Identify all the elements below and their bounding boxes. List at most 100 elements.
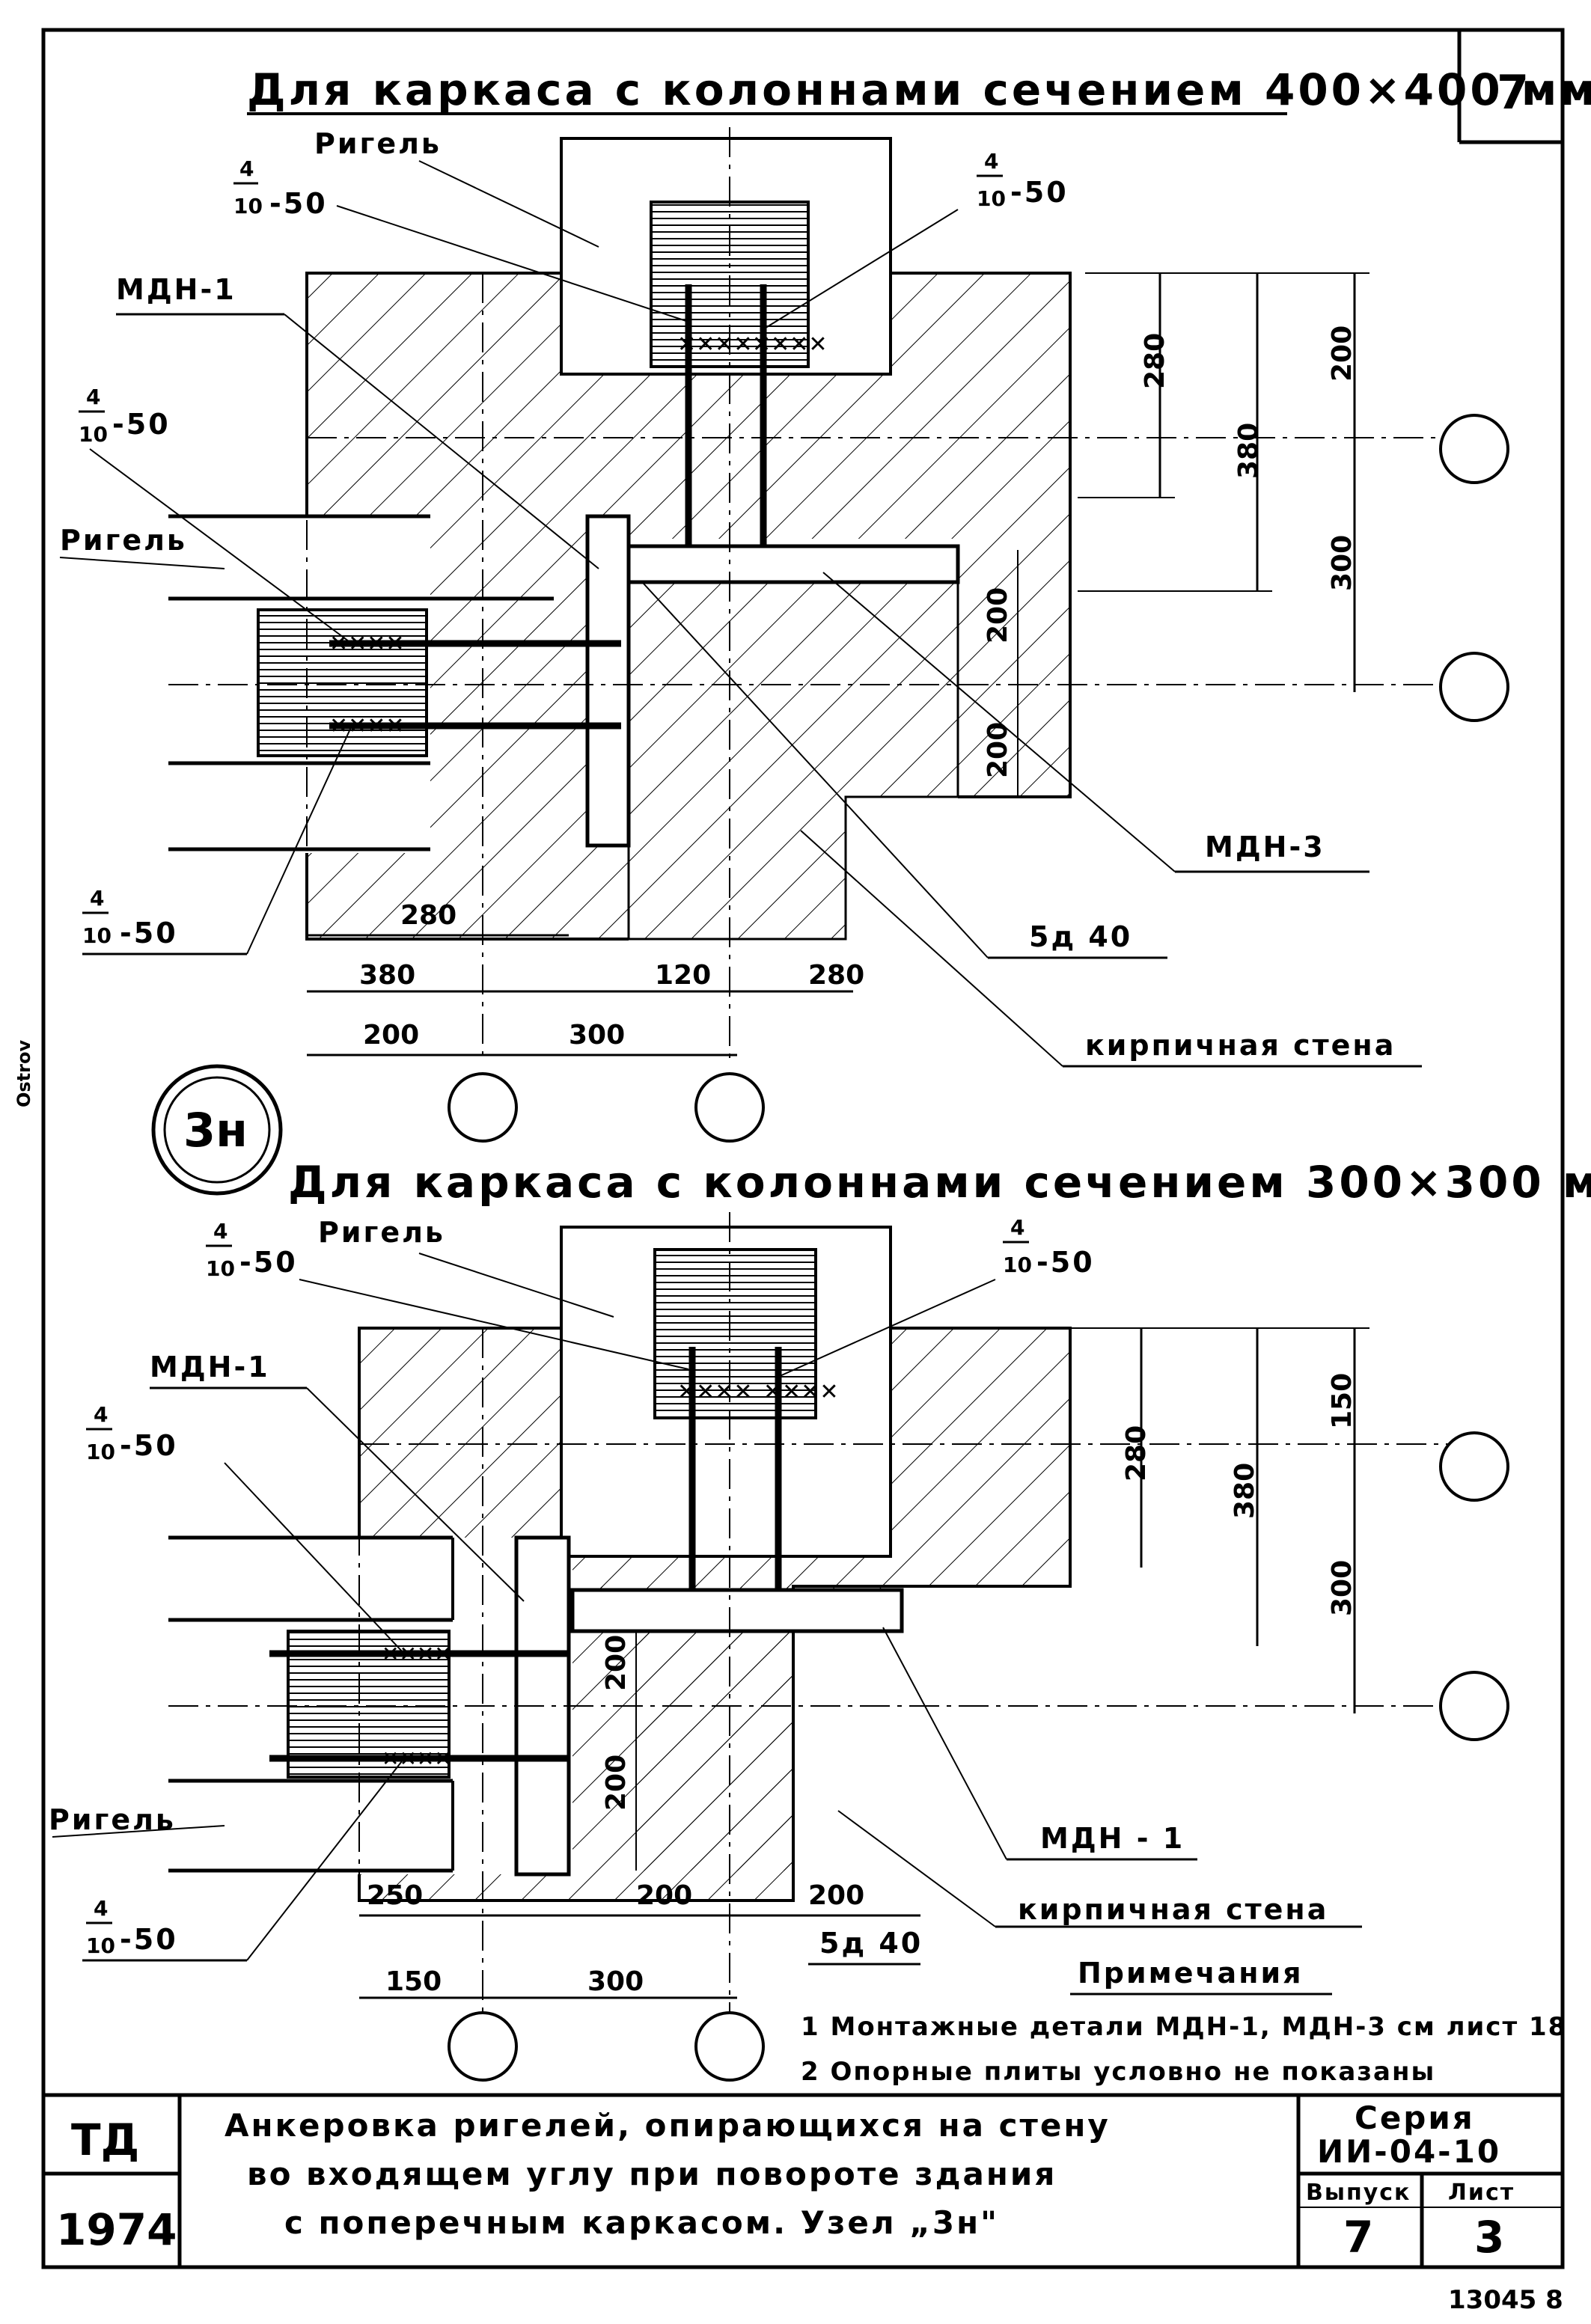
svg-text:4: 4 — [213, 1219, 227, 1244]
label-mdn-3: МДН-3 — [1205, 831, 1325, 863]
svg-text:-50: -50 — [239, 1246, 298, 1279]
svg-text:380: 380 — [1230, 1463, 1260, 1519]
archive-stamp: 13045 8 — [1448, 2285, 1563, 2315]
rigel-left-section — [257, 608, 428, 757]
svg-text:4: 4 — [86, 385, 100, 409]
node-marker — [151, 1064, 283, 1196]
label-brick-wall: кирпичная стена — [1085, 1029, 1396, 1062]
svg-text:-50: -50 — [269, 187, 328, 220]
axis-marker — [694, 1072, 765, 1143]
svg-text:200: 200 — [808, 1880, 864, 1911]
title-block: ТД 1974 Анкеровка ригелей, опирающихся н… — [43, 2093, 1563, 2267]
label-rigel-top: Ригель — [318, 1216, 445, 1249]
label-5d40: 5д 40 — [819, 1927, 923, 1960]
axis-marker — [448, 1072, 518, 1143]
mdn1-plate-top — [570, 1588, 904, 1633]
svg-text:✕✕✕✕: ✕✕✕✕ — [677, 331, 753, 358]
svg-text:✕✕✕✕: ✕✕✕✕ — [677, 1379, 753, 1405]
svg-text:4: 4 — [90, 886, 104, 911]
svg-text:200: 200 — [636, 1880, 692, 1911]
bottom-title: Для каркаса с колоннами сечением 300×300… — [288, 1157, 1591, 1208]
svg-text:4: 4 — [94, 1896, 108, 1921]
rigel-top-section — [653, 1248, 817, 1419]
year: 1974 — [56, 2204, 177, 2255]
label-mdn-1: МДН-1 — [150, 1351, 270, 1383]
weld-symbol: 4 10 -50 — [86, 1402, 405, 1654]
sheet-value: 3 — [1474, 2212, 1504, 2263]
svg-text:200: 200 — [601, 1635, 632, 1691]
svg-text:380: 380 — [359, 960, 415, 991]
svg-text:-50: -50 — [112, 408, 171, 441]
svg-text:10: 10 — [206, 1256, 235, 1281]
svg-text:300: 300 — [1327, 535, 1358, 591]
series-label: Серия — [1355, 2100, 1475, 2136]
label-brick-wall: кирпичная стена — [1018, 1893, 1328, 1926]
sheet-number: 7 — [1497, 65, 1529, 120]
description-line: с поперечным каркасом. Узел „3н" — [284, 2204, 999, 2241]
svg-text:✕✕✕✕: ✕✕✕✕ — [382, 1746, 452, 1771]
sheet-frame — [41, 28, 1565, 2269]
top-title: Для каркаса с колоннами сечением 400×400… — [247, 64, 1591, 115]
weld-symbol: 4 10 -50 — [233, 156, 689, 322]
axis-marker — [1439, 414, 1509, 484]
svg-text:-50: -50 — [1010, 176, 1069, 209]
weld-symbol: 4 10 -50 — [778, 1215, 1095, 1377]
svg-text:200: 200 — [363, 1020, 419, 1051]
description-line: Анкеровка ригелей, опирающихся на стену — [225, 2107, 1111, 2144]
svg-text:-50: -50 — [120, 1923, 178, 1956]
svg-text:250: 250 — [367, 1880, 423, 1911]
org-code: ТД — [71, 2114, 139, 2165]
label-mdn-1b: МДН - 1 — [1040, 1822, 1185, 1855]
label-5d40: 5д 40 — [1029, 920, 1132, 953]
weld-symbol: 4 10 -50 — [763, 149, 1069, 330]
mdn1-plate — [585, 514, 631, 848]
svg-text:10: 10 — [79, 422, 108, 447]
svg-text:-50: -50 — [120, 917, 178, 950]
svg-text:10: 10 — [977, 186, 1006, 211]
axis-marker — [694, 2011, 765, 2082]
weld-symbol: 4 10 -50 — [79, 385, 352, 644]
issue-label: Выпуск — [1306, 2180, 1411, 2206]
svg-text:4: 4 — [94, 1402, 108, 1427]
svg-text:150: 150 — [1327, 1373, 1358, 1429]
mdn3-plate — [626, 544, 960, 584]
description-line: во входящем углу при повороте здания — [247, 2156, 1057, 2192]
svg-text:✕✕✕✕: ✕✕✕✕ — [329, 713, 405, 739]
label-rigel-left: Ригель — [60, 524, 187, 557]
bottom-detail: Для каркаса с колоннами сечением 300×300… — [49, 1157, 1591, 2082]
svg-text:300: 300 — [569, 1020, 625, 1051]
svg-text:✕✕✕✕: ✕✕✕✕ — [752, 331, 828, 358]
svg-text:380: 380 — [1233, 423, 1264, 479]
svg-text:✕✕✕✕: ✕✕✕✕ — [329, 631, 405, 657]
weld-symbol: 4 10 -50 — [206, 1219, 689, 1370]
svg-text:200: 200 — [983, 587, 1013, 643]
axis-marker — [1439, 1431, 1509, 1502]
svg-text:200: 200 — [601, 1755, 632, 1811]
side-text: Ostrov — [13, 1040, 34, 1107]
svg-text:280: 280 — [1121, 1425, 1152, 1481]
weld-symbol: 4 10 -50 — [82, 1758, 405, 1962]
label-rigel-left: Ригель — [49, 1803, 176, 1836]
weld-symbol: 4 10 -50 — [82, 725, 352, 955]
notes-heading: Примечания — [1078, 1957, 1303, 1990]
svg-text:4: 4 — [1010, 1215, 1024, 1240]
axis-marker — [1439, 652, 1509, 722]
svg-text:✕✕✕✕: ✕✕✕✕ — [763, 1379, 839, 1405]
axis-marker — [1439, 1671, 1509, 1741]
svg-text:150: 150 — [385, 1966, 442, 1997]
svg-text:10: 10 — [86, 1933, 115, 1958]
svg-text:✕✕✕✕: ✕✕✕✕ — [382, 1642, 452, 1666]
svg-text:-50: -50 — [1036, 1246, 1095, 1279]
svg-text:200: 200 — [1327, 325, 1358, 382]
svg-text:10: 10 — [86, 1440, 115, 1464]
label-rigel-top: Ригель — [314, 127, 442, 160]
svg-text:300: 300 — [587, 1966, 644, 1997]
label-mdn-1: МДН-1 — [116, 273, 236, 306]
axis-marker — [448, 2011, 518, 2082]
node-marker-label: 3н — [183, 1103, 248, 1158]
svg-text:280: 280 — [1140, 333, 1170, 389]
svg-text:10: 10 — [82, 923, 112, 948]
svg-text:-50: -50 — [120, 1429, 178, 1462]
svg-text:4: 4 — [239, 156, 254, 181]
